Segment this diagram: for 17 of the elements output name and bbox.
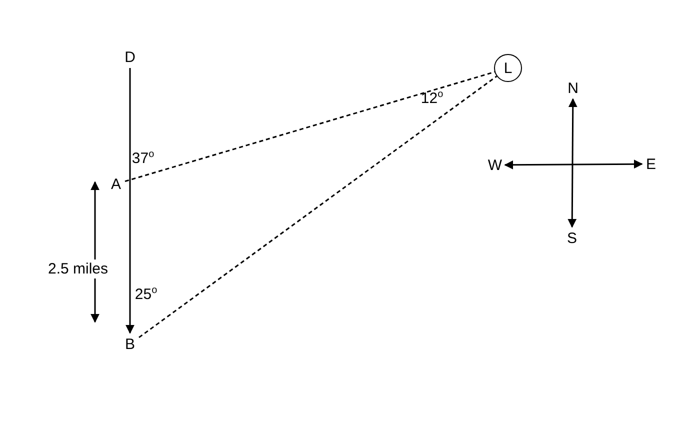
dashed-line <box>138 76 498 338</box>
point-label: D <box>123 48 137 66</box>
circle-node: L <box>494 54 522 82</box>
point-label: B <box>123 335 137 353</box>
point-label: E <box>644 155 658 173</box>
arrow <box>568 98 578 228</box>
angle-label: 12$^{o}$ <box>420 88 444 108</box>
point-label: W <box>487 156 503 174</box>
dashed-line <box>124 71 495 182</box>
distance-label: 2.5 miles <box>46 260 110 278</box>
angle-label: 25$^{o}$ <box>134 284 158 304</box>
point-label: N <box>566 79 580 97</box>
arrow <box>126 68 134 334</box>
point-label: A <box>109 175 123 193</box>
point-label: S <box>565 229 579 247</box>
arrow <box>504 160 643 170</box>
angle-label: 37$^{o}$ <box>130 148 156 168</box>
